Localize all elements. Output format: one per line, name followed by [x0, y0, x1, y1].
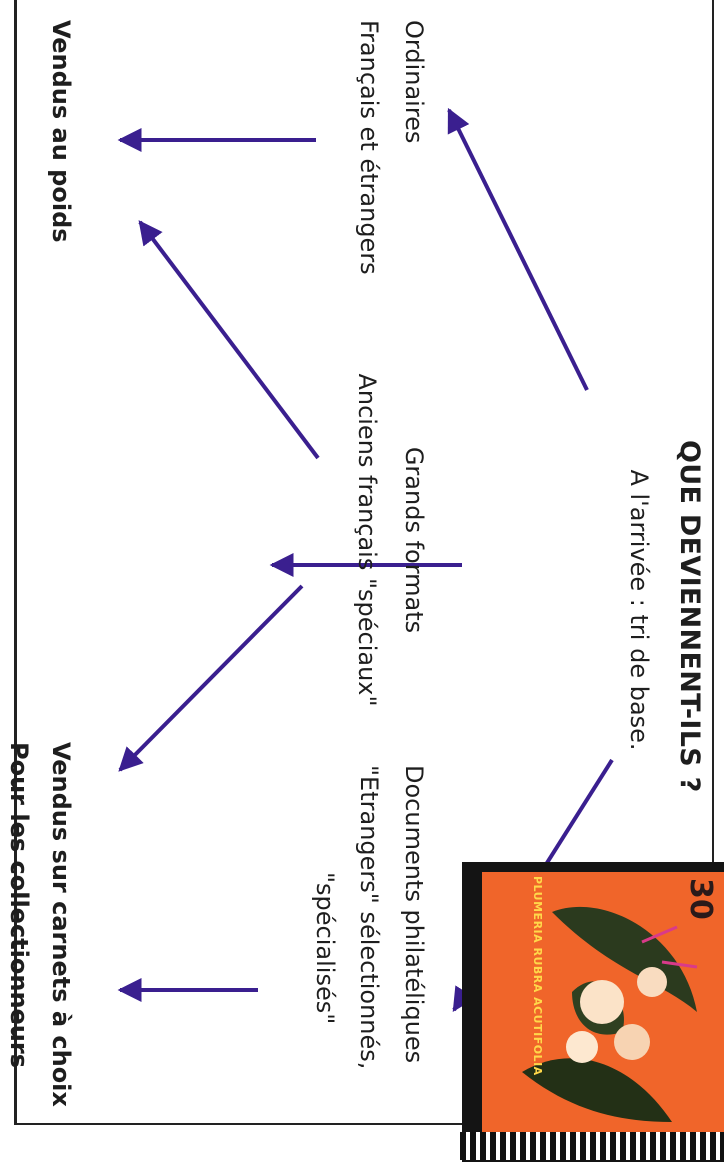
outcome-carnets-line2: Pour les collectionneurs — [5, 742, 33, 1069]
category-left-line2: Français et étrangers — [355, 20, 383, 275]
category-right-line1: Documents philatéliques — [400, 765, 428, 1064]
diagram-frame — [14, 0, 714, 1125]
diagram-title: QUE DEVIENNENT-ILS ? — [674, 440, 705, 793]
category-center-line2: Anciens français "spéciaux" — [353, 373, 381, 707]
outcome-carnets-line1: Vendus sur carnets à choix — [47, 742, 75, 1107]
stamp-value: 30 — [683, 878, 718, 920]
category-right-line3: "spécialisés" — [311, 872, 339, 1025]
stamp-perforation — [460, 1132, 724, 1160]
diagram-subtitle: A l'arrivée : tri de base. — [625, 469, 653, 751]
arrow-anciens-to-poids — [138, 220, 320, 460]
category-right-line2: "Etrangers" sélectionnés, — [355, 765, 383, 1070]
category-center-line1: Grands formats — [400, 446, 428, 634]
flower-illustration — [522, 906, 698, 1122]
arrow-base-to-ordinaires — [447, 107, 589, 391]
outcome-vendus-au-poids: Vendus au poids — [47, 20, 75, 243]
category-left-line1: Ordinaires — [400, 20, 428, 144]
stamp-image: PLUMERIA RUBRA ACUTIFOLIA 30 — [462, 862, 724, 1162]
stamp-caption: PLUMERIA RUBRA ACUTIFOLIA — [531, 876, 544, 1076]
stamp-face: PLUMERIA RUBRA ACUTIFOLIA 30 — [482, 872, 724, 1148]
arrow-anciens-to-carnets — [118, 584, 304, 772]
